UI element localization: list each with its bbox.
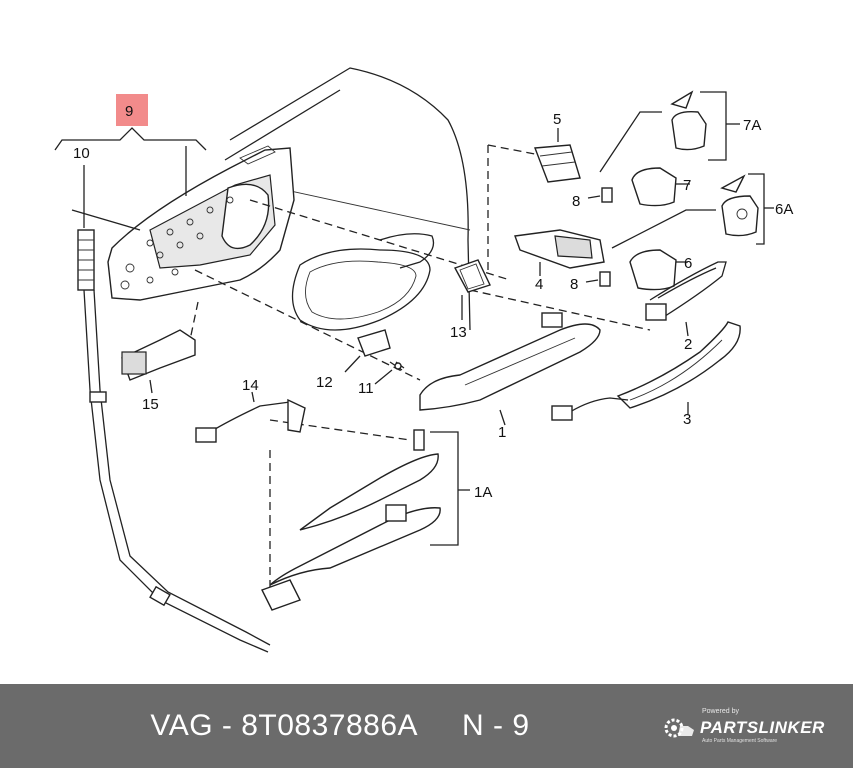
brand-name: PARTSLINKER [700, 718, 825, 737]
callout-6: 6 [684, 255, 692, 272]
callout-5: 5 [553, 111, 561, 128]
callout-11: 11 [358, 380, 374, 397]
callout-9: 9 [125, 103, 133, 120]
callout-2: 2 [684, 336, 692, 353]
handle-sensor-part-3: 3 [551, 321, 741, 428]
part-number: 8T0837886A [241, 709, 419, 742]
part-reference: VAG - 8T0837886A N - 9 [150, 709, 530, 742]
callout-8b: 8 [570, 276, 578, 293]
handle-assembly-part-1A: 1A [261, 429, 492, 611]
connector-part-15: 15 [121, 301, 199, 413]
callout-1: 1 [498, 424, 506, 441]
powered-by-label: Powered by [702, 708, 739, 715]
bowden-cable-part-10: 10 [73, 145, 271, 653]
exploded-parts-diagram: 9 10 15 13 12 [54, 67, 793, 653]
brand-code: VAG [150, 709, 214, 742]
lock-cylinder-part-5: 5 [534, 111, 581, 183]
cover-strip-part-2: 2 [645, 261, 727, 353]
callout-13: 13 [450, 324, 467, 341]
callout-12: 12 [316, 374, 333, 391]
seal-part-12: 12 [316, 329, 391, 391]
callout-14: 14 [242, 377, 259, 394]
pin-parts-8: 8 8 [570, 187, 613, 293]
partslinker-brand: Powered by PARTSLINKER Auto Parts Manage… [662, 706, 852, 750]
callout-7: 7 [683, 177, 691, 194]
highlight-box [116, 94, 148, 126]
sensor-part-14: 14 [195, 377, 306, 443]
callout-1A: 1A [474, 484, 492, 501]
footer-bar: VAG - 8T0837886A N - 9 Powered by PARTSL… [0, 684, 853, 768]
cap-set-part-7A: 7A [670, 90, 761, 161]
cap-part-7: 7 [599, 111, 691, 207]
callout-7A: 7A [743, 117, 761, 134]
callout-6A: 6A [775, 201, 793, 218]
gasket-part-13: 13 [450, 259, 491, 341]
lock-cylinder-part-4: 4 [514, 229, 605, 293]
cap-set-part-6A: 6A [720, 173, 793, 245]
callout-15: 15 [142, 396, 159, 413]
screw-part-11: 11 [358, 361, 405, 397]
door-handle-carrier-part-9 [107, 145, 295, 301]
brand-tagline: Auto Parts Management Software [702, 738, 778, 744]
door-handle-part-1: 1 [419, 312, 601, 441]
callout-8a: 8 [572, 193, 580, 210]
diagram-position: N - 9 [462, 709, 530, 742]
gear-car-logo-icon [664, 718, 694, 738]
callout-3: 3 [683, 411, 691, 428]
cap-part-6: 6 [611, 209, 716, 291]
callout-10: 10 [73, 145, 90, 162]
callout-4: 4 [535, 276, 543, 293]
